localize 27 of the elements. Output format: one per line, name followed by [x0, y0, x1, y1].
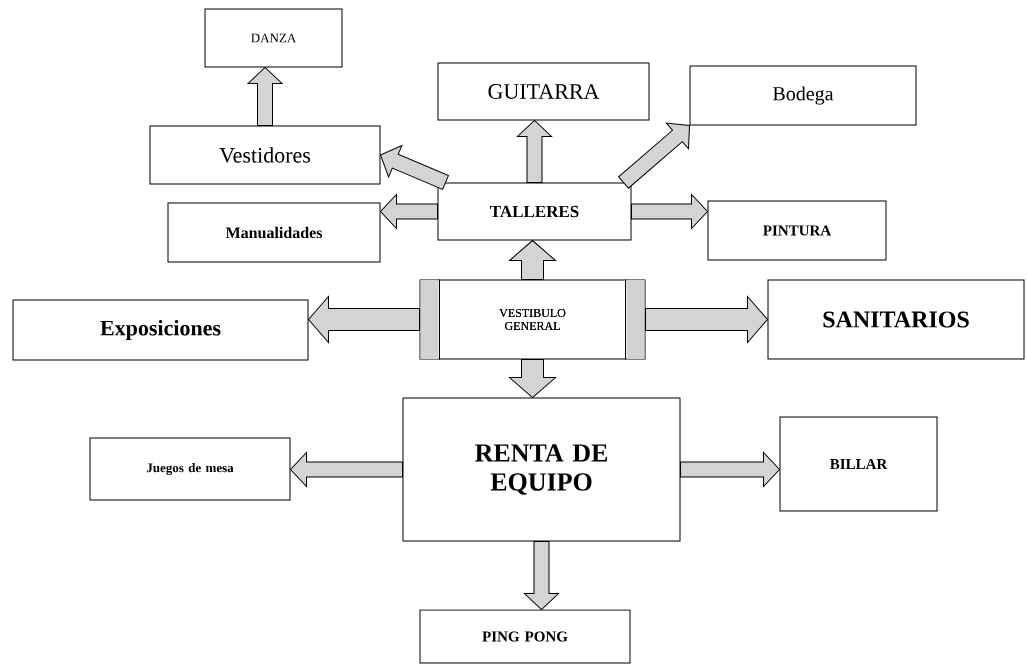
block-arrow [517, 120, 552, 183]
process-box: SANITARIOS [767, 279, 1025, 360]
block-arrow [509, 240, 556, 280]
process-box: RENTA DE EQUIPO [402, 397, 681, 542]
block-arrow [618, 122, 690, 189]
process-box: Juegos de mesa [89, 437, 291, 501]
block-arrow [680, 452, 780, 487]
block-arrow [380, 194, 438, 229]
block-arrow [631, 194, 708, 229]
block-arrow [509, 359, 556, 398]
block-arrow [524, 541, 559, 610]
process-box: Exposiciones [12, 299, 309, 361]
process-box: Manualidades [167, 202, 381, 263]
block-arrow [380, 145, 449, 190]
process-box: Bodega [689, 65, 917, 126]
process-box: Vestidores [149, 125, 381, 185]
block-arrow [308, 296, 420, 343]
block-arrow [247, 67, 283, 126]
process-box: VESTIBULO GENERAL [419, 279, 646, 360]
process-box: TALLERES [437, 182, 632, 241]
process-box: PING PONG [419, 609, 631, 664]
process-box: PINTURA [707, 200, 887, 261]
block-arrow [645, 296, 768, 343]
process-box: GUITARRA [437, 62, 650, 121]
block-arrow [290, 452, 403, 487]
process-box: DANZA [204, 8, 343, 68]
process-box: BILLAR [779, 416, 938, 512]
